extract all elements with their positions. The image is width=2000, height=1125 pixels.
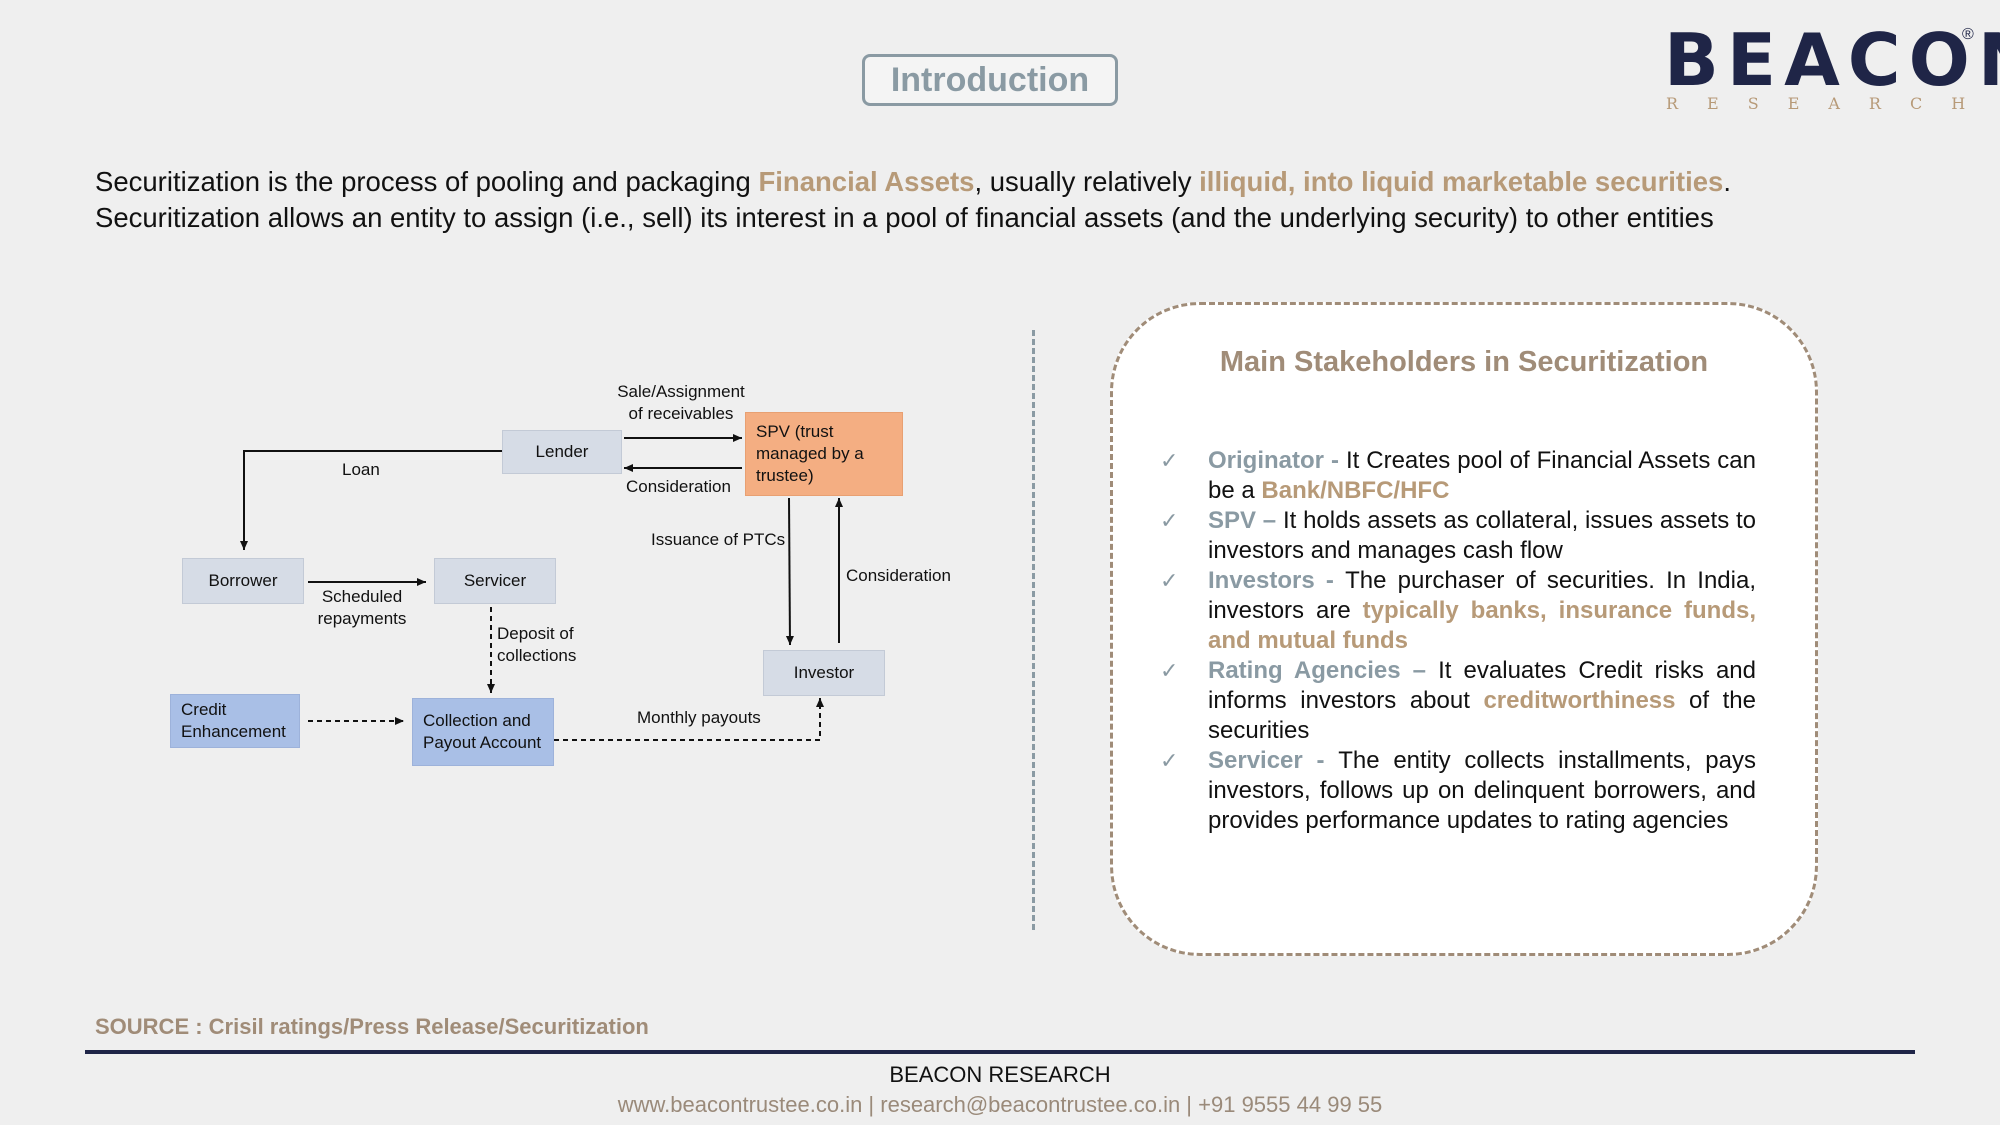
label-monthly: Monthly payouts <box>637 708 761 727</box>
label-sale: Sale/Assignment of receivables <box>617 382 745 423</box>
label-scheduled: Scheduled repayments <box>317 587 407 628</box>
checkmark-icon: ✓ <box>1160 448 1179 473</box>
stakeholder-text: The purchaser of securities. In India, i… <box>1208 567 1756 624</box>
intro-text: Securitization is the process of pooling… <box>95 164 1925 236</box>
intro-highlight-financial-assets: Financial Assets <box>758 166 975 197</box>
logo-word: BEACON <box>1664 18 2000 102</box>
stakeholder-spv: ✓ SPV – It holds assets as collateral, is… <box>1160 506 1756 566</box>
checkmark-icon: ✓ <box>1160 568 1179 593</box>
stakeholder-highlight: typically banks, insurance funds, and mu… <box>1208 597 1756 654</box>
stakeholder-text: The entity collects installments, pays i… <box>1208 747 1756 834</box>
footer-contact: www.beacontrustee.co.in | research@beaco… <box>617 1092 1383 1117</box>
stakeholders-card <box>1110 302 1818 956</box>
node-investor: Investor <box>763 650 885 696</box>
stakeholder-term: SPV – <box>1208 507 1283 534</box>
stakeholder-servicer: ✓ Servicer - The entity collects installm… <box>1160 746 1756 836</box>
node-borrower: Borrower <box>182 558 304 604</box>
diagram-connectors <box>240 434 843 741</box>
source-note: SOURCE : Crisil ratings/Press Release/Se… <box>95 1014 649 1039</box>
label-deposit: Deposit of collections <box>497 624 577 665</box>
intro-l1-b: , usually relatively <box>974 166 1200 197</box>
checkmark-icon: ✓ <box>1160 508 1179 533</box>
arrow-monthly <box>554 698 824 741</box>
stakeholder-originator: ✓ Originator - It Creates pool of Financi… <box>1160 446 1756 506</box>
logo-subtitle: RESEARCH <box>1666 94 1995 113</box>
checkmark-icon: ✓ <box>1160 748 1179 773</box>
node-lender: Lender <box>502 430 622 474</box>
node-spv: SPV (trust managed by a trustee) <box>745 412 903 496</box>
checkmark-icon: ✓ <box>1160 658 1179 683</box>
stakeholder-text: It evaluates Credit risks and informs in… <box>1208 657 1756 714</box>
stakeholder-highlight: Bank/NBFC/HFC <box>1261 477 1450 504</box>
label-consideration-1: Consideration <box>626 477 731 496</box>
node-servicer: Servicer <box>434 558 556 604</box>
stakeholder-term: Servicer - <box>1208 747 1339 774</box>
intro-line-2: Securitization allows an entity to assig… <box>95 202 1714 233</box>
securitization-diagram: Lender SPV (trust managed by a trustee) … <box>0 0 1000 900</box>
arrow-issuance <box>785 497 794 646</box>
stakeholders-list: ✓ Originator - It Creates pool of Financi… <box>1160 446 1756 836</box>
stakeholder-term: Investors - <box>1208 567 1346 594</box>
section-divider <box>1032 330 1035 930</box>
intro-highlight-liquid: illiquid, into liquid marketable securit… <box>1199 166 1724 197</box>
label-issuance: Issuance of PTCs <box>651 530 786 549</box>
stakeholder-text-after: of the securities <box>1208 687 1756 744</box>
node-collection-account: Collection and Payout Account <box>412 698 554 766</box>
beacon-logo: BEACON RESEARCH ® <box>1660 8 2000 118</box>
page-title: Introduction <box>862 54 1118 106</box>
node-credit-enhancement: Credit Enhancement <box>170 694 300 748</box>
label-loan: Loan <box>342 460 380 479</box>
stakeholder-highlight: creditworthiness <box>1483 687 1676 714</box>
intro-l1-c: . <box>1723 166 1731 197</box>
label-consideration-2: Consideration <box>846 566 951 585</box>
intro-line-1: Securitization is the process of pooling… <box>95 164 1925 200</box>
stakeholders-title: Main Stakeholders in Securitization <box>1219 346 1709 378</box>
stakeholder-rating-agencies: ✓ Rating Agencies – It evaluates Credit r… <box>1160 656 1756 746</box>
stakeholder-text: It holds assets as collateral, issues as… <box>1208 507 1756 564</box>
arrow-loan <box>240 450 502 550</box>
stakeholder-term: Rating Agencies – <box>1208 657 1439 684</box>
stakeholder-investors: ✓ Investors - The purchaser of securities… <box>1160 566 1756 656</box>
registered-mark: ® <box>1962 26 1974 43</box>
stakeholder-term: Originator - <box>1208 447 1346 474</box>
footer-rule <box>85 1050 1915 1054</box>
intro-l1-a: Securitization is the process of pooling… <box>95 166 759 197</box>
footer-org: BEACON RESEARCH <box>889 1062 1111 1087</box>
stakeholder-text: It Creates pool of Financial Assets can … <box>1208 447 1756 504</box>
